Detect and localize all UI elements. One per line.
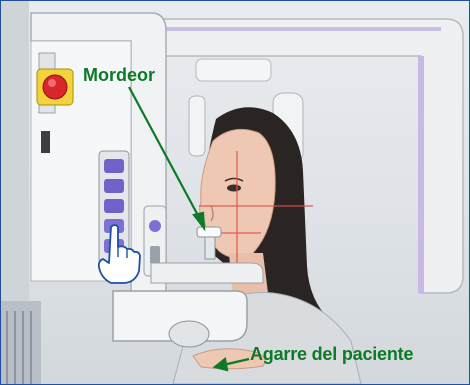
patient-eye: [227, 184, 241, 192]
bite-block-stem: [204, 236, 216, 260]
emergency-stop-icon: [36, 68, 74, 106]
bite-block-callout-arrow: [128, 86, 206, 232]
temple-support-left: [188, 95, 206, 157]
head-holder-top: [195, 58, 272, 82]
patient-brow: [224, 177, 244, 182]
cabinet-vents: [6, 311, 32, 384]
chin-rest-platform: [150, 262, 264, 284]
patient-grip-callout-arrow: [212, 356, 250, 372]
patient-nose: [210, 205, 214, 222]
pointing-hand-icon: [97, 224, 141, 284]
side-knob-upper: [149, 220, 161, 232]
patient-hands: [192, 348, 266, 370]
bite-block-label: Mordeor: [83, 65, 155, 85]
side-knob-lower: [150, 246, 160, 264]
column-switch: [41, 131, 50, 153]
rotating-arm: [150, 18, 464, 294]
patient-grip: [168, 320, 210, 348]
bite-block: [196, 226, 222, 238]
patient-grip-label: Agarre del paciente: [250, 344, 414, 364]
lower-arm: [112, 290, 248, 342]
